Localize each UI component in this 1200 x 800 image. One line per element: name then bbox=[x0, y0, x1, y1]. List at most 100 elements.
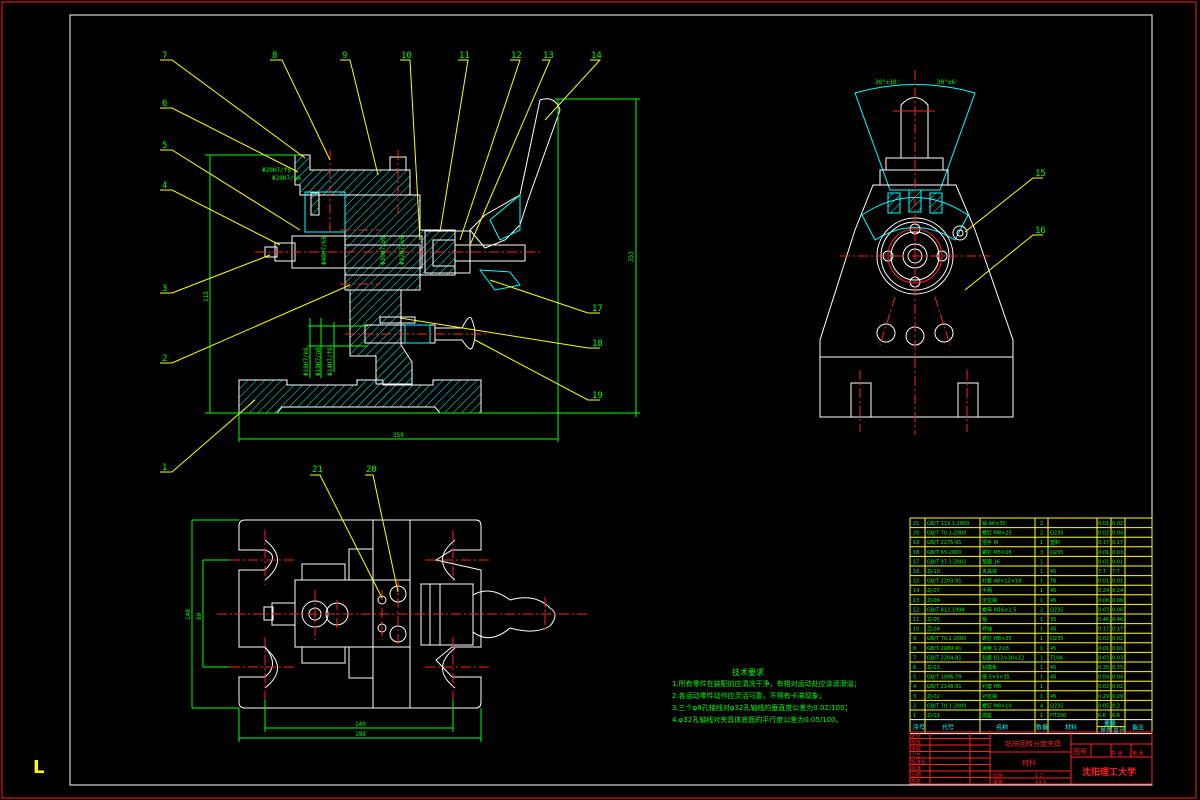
bom-cell: 螺钉 M8×25 bbox=[982, 530, 1012, 537]
bom-header-cell: 总计 bbox=[1113, 727, 1125, 735]
tech-req-4: 4.φ32孔轴线对夹具体底面的平行度公差为0.05/100。 bbox=[672, 715, 843, 724]
bom-cell: 0.04 bbox=[1112, 531, 1123, 537]
top-view: 140 198 140 80 21 20 bbox=[185, 465, 590, 742]
sheet-index: 第 张 bbox=[1132, 750, 1144, 757]
bom-cell: 1 bbox=[913, 713, 916, 719]
bom-cell: 7 bbox=[913, 655, 916, 661]
drawing-name: 钻床回转分度夹具 bbox=[1005, 739, 1061, 748]
bom-cell: 定位销 bbox=[982, 597, 997, 604]
bom-cell: 45 bbox=[1050, 675, 1056, 681]
bom-cell: 0.24 bbox=[1098, 588, 1109, 594]
bom-cell: 0.01 bbox=[1098, 521, 1109, 527]
bom-cell: 0.01 bbox=[1098, 579, 1109, 585]
bom-cell: 0.35 bbox=[1098, 665, 1109, 671]
bom-cell: 21 bbox=[913, 521, 919, 527]
bom-cell: 0.01 bbox=[1112, 559, 1123, 565]
balloon-18: 18 bbox=[592, 339, 603, 349]
bom-header-cell: 代号 bbox=[942, 724, 954, 732]
dim-width-inner: 140 bbox=[355, 721, 366, 728]
bom-cell: 手柄 bbox=[982, 587, 992, 594]
balloon-3: 3 bbox=[162, 284, 167, 294]
bom-cell: 7.7 bbox=[1112, 569, 1120, 575]
bom-cell: 0.02 bbox=[1112, 521, 1123, 527]
bom-cell: 45 bbox=[1050, 694, 1056, 700]
fit-5: Φ32H7/k6 bbox=[399, 236, 406, 265]
angle-left: 30°±10' bbox=[875, 79, 900, 86]
bom-cell: ZJ-10 bbox=[927, 569, 940, 575]
weight-label: 重量 bbox=[993, 779, 1003, 786]
bom-cell: 0.29 bbox=[1112, 694, 1123, 700]
bom-cell: 销 A6×30 bbox=[982, 520, 1006, 527]
bom-cell: 0.05 bbox=[1098, 703, 1109, 709]
bom-cell: Q235 bbox=[1050, 636, 1063, 642]
bom-cell: 6 bbox=[913, 665, 916, 671]
bom-cell: GB/T 2204-91 bbox=[927, 655, 962, 661]
bom-cell: 0.03 bbox=[1112, 550, 1123, 556]
title-block-row-label: 设计 bbox=[911, 733, 921, 740]
bom-cell: 2 bbox=[1040, 531, 1043, 537]
bom-cell: ZJ-02 bbox=[927, 694, 940, 700]
bom-cell: 夹具体 bbox=[982, 568, 997, 575]
balloon-10: 10 bbox=[401, 51, 412, 61]
ucs-icon: L bbox=[33, 757, 44, 778]
title-block-row-label: 批准 bbox=[911, 765, 921, 772]
sheet-count: 共 张 bbox=[1111, 750, 1123, 757]
bom-cell: 19 bbox=[913, 540, 919, 546]
balloon-2: 2 bbox=[162, 354, 167, 364]
bom-cell: 0.24 bbox=[1112, 588, 1123, 594]
bom-cell: GB/T 97.1-2002 bbox=[927, 559, 966, 565]
balloon-5: 5 bbox=[162, 141, 167, 151]
bom-cell: 13 bbox=[913, 598, 919, 604]
bom-cell: 键 5×5×35 bbox=[982, 674, 1010, 681]
bom-cell: 1 bbox=[1040, 569, 1043, 575]
bom-cell: 0.01 bbox=[1098, 550, 1109, 556]
bom-cell: 45 bbox=[1050, 569, 1056, 575]
balloon-4: 4 bbox=[162, 181, 167, 191]
inner-frame bbox=[69, 14, 1153, 786]
title-block-row-label: 工艺 bbox=[911, 753, 921, 759]
bom-cell: 螺钉 M8×10 bbox=[982, 702, 1012, 709]
balloon-19: 19 bbox=[592, 391, 603, 401]
bom-cell: 0.17 bbox=[1098, 627, 1109, 633]
bom-cell: 15 bbox=[913, 579, 919, 585]
bom-cell: 螺钉 M8×25 bbox=[982, 635, 1012, 642]
bom-cell: GB/T 2148-91 bbox=[927, 684, 962, 690]
bom-cell: 轴 bbox=[982, 616, 987, 623]
bom-weight-header: 重量 bbox=[1104, 720, 1116, 728]
bom-header-cell: 数量 bbox=[1036, 724, 1048, 732]
dim-width-outer: 198 bbox=[355, 731, 366, 738]
bom-header-cell: 名称 bbox=[996, 724, 1008, 732]
dim-overall-width: 358 bbox=[393, 432, 404, 439]
bom-cell: 塑料 bbox=[1050, 539, 1060, 546]
bom-cell: 45 bbox=[1050, 598, 1056, 604]
bom-cell: 衬套 M8 bbox=[982, 683, 1001, 690]
bom-header-cell: 单件 bbox=[1100, 727, 1112, 735]
bom-cell: 弹簧 1.2×8 bbox=[982, 645, 1009, 652]
bom-cell: GB/T 70.1-2000 bbox=[927, 636, 966, 642]
bom-cell: 11 bbox=[913, 617, 919, 623]
bom-cell: 1 bbox=[1040, 713, 1043, 719]
bom-cell: 0.2 bbox=[1112, 703, 1120, 709]
bom-cell: 1 bbox=[1040, 627, 1043, 633]
bom-cell: ZJ-05 bbox=[927, 617, 940, 623]
bom-cell: ZJ-04 bbox=[927, 627, 940, 633]
bom-cell: 0.02 bbox=[1098, 636, 1109, 642]
bom-cell: 0.46 bbox=[1112, 617, 1123, 623]
bom-cell: 对定销 bbox=[982, 693, 997, 700]
balloon-7: 7 bbox=[162, 51, 167, 61]
fit-8: Φ14H7/f6 bbox=[327, 347, 334, 376]
bom-cell: 钻套 B12×18×12 bbox=[982, 654, 1025, 661]
bom-cell: 2 bbox=[1040, 607, 1043, 613]
balloon-9: 9 bbox=[342, 51, 347, 61]
fit-6: Φ16H7/k6 bbox=[303, 347, 310, 376]
